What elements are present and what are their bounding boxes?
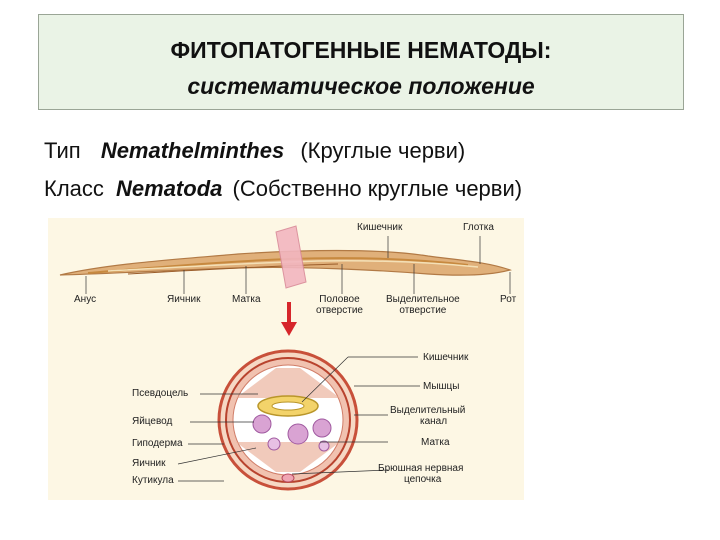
worm-label-mouth: Рот	[500, 294, 516, 305]
down-arrow-icon	[281, 302, 297, 336]
section-label-nerve-cord-line2: цепочка	[378, 474, 463, 485]
worm-label-genital-pore-line1: Половое	[316, 294, 363, 305]
type-russian: (Круглые черви)	[300, 138, 465, 163]
section-label-muscles: Мышцы	[423, 381, 459, 392]
taxonomy-type-line: Тип Nemathelminthes (Круглые черви)	[44, 138, 465, 164]
title-box: ФИТОПАТОГЕННЫЕ НЕМАТОДЫ: систематическое…	[38, 14, 684, 110]
section-label-excretory-canal: Выделительный канал	[390, 405, 465, 427]
title-main: ФИТОПАТОГЕННЫЕ НЕМАТОДЫ:	[39, 37, 683, 64]
cross-section	[219, 351, 357, 489]
worm-label-genital-pore-line2: отверстие	[316, 305, 363, 316]
worm-label-excretory-pore-line2: отверстие	[386, 305, 460, 316]
section-plane	[276, 226, 306, 288]
type-rank: Тип	[44, 138, 81, 163]
section-label-ovary: Яичник	[132, 458, 166, 469]
nematode-figure: Кишечник Глотка Анус Яичник Матка Полово…	[48, 218, 524, 500]
section-label-cuticle: Кутикула	[132, 475, 174, 486]
class-rank: Класс	[44, 176, 104, 201]
class-latin: Nematoda	[116, 176, 222, 201]
taxonomy-class-line: Класс Nematoda (Собственно круглые черви…	[44, 176, 522, 202]
section-label-hypodermis: Гиподерма	[132, 438, 183, 449]
class-russian: (Собственно круглые черви)	[233, 176, 523, 201]
worm-label-ovary: Яичник	[167, 294, 201, 305]
section-label-uterus: Матка	[421, 437, 450, 448]
worm-label-anus: Анус	[74, 294, 96, 305]
worm-label-uterus: Матка	[232, 294, 261, 305]
worm-label-intestine: Кишечник	[357, 222, 402, 233]
section-label-excretory-canal-line2: канал	[390, 416, 465, 427]
worm-label-pharynx: Глотка	[463, 222, 494, 233]
section-label-oviduct: Яйцевод	[132, 416, 172, 427]
section-label-pseudocoel: Псевдоцель	[132, 388, 188, 399]
worm-label-excretory-pore: Выделительное отверстие	[386, 294, 460, 316]
section-label-intestine: Кишечник	[423, 352, 468, 363]
section-label-excretory-canal-line1: Выделительный	[390, 405, 465, 416]
section-label-nerve-cord-line1: Брюшная нервная	[378, 463, 463, 474]
worm-label-genital-pore: Половое отверстие	[316, 294, 363, 316]
type-latin: Nemathelminthes	[101, 138, 284, 163]
title-subtitle: систематическое положение	[39, 73, 683, 100]
worm-label-excretory-pore-line1: Выделительное	[386, 294, 460, 305]
section-label-nerve-cord: Брюшная нервная цепочка	[378, 463, 463, 485]
